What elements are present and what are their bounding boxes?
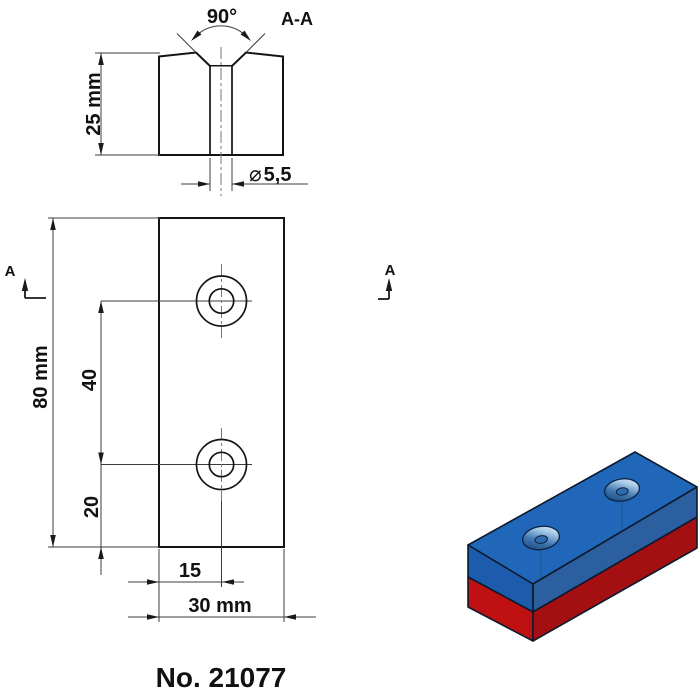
plate-width-label: 30 mm <box>188 595 251 617</box>
section-marker-right-label: A <box>385 262 396 279</box>
height-dimension-label: 25 mm <box>83 72 105 135</box>
hole-diameter-dimension <box>181 158 308 191</box>
hole-spacing-label: 40 <box>79 369 101 391</box>
plate-height-label: 80 mm <box>30 345 52 408</box>
hole-left-offset-label: 15 <box>179 560 201 582</box>
hole-position-dimensions <box>98 301 104 575</box>
section-marker-right <box>378 278 393 300</box>
section-label: A-A <box>281 9 313 29</box>
part-number: No. 21077 <box>156 662 287 693</box>
hole-diameter-label: ⌀5,5 <box>249 162 291 186</box>
lower-countersunk-hole <box>195 438 248 491</box>
upper-countersunk-hole <box>195 275 248 327</box>
magnet-3d-render <box>467 451 698 642</box>
front-view: 80 mm 40 20 15 30 mm A A <box>5 217 396 622</box>
plate-height-dimension <box>50 218 56 547</box>
hole-offset-dimension <box>128 579 244 585</box>
countersunk-hole-near <box>521 525 561 551</box>
angle-dimension-label: 90° <box>207 6 237 28</box>
section-marker-left-label: A <box>5 263 16 280</box>
block-side-face-red <box>532 516 698 642</box>
section-marker-left <box>21 278 46 299</box>
countersink-angle-dimension <box>176 25 266 53</box>
plate-width-dimension <box>128 614 316 620</box>
countersunk-hole-far <box>603 478 641 502</box>
hole-bottom-offset-label: 20 <box>81 496 103 518</box>
section-view: 90° A-A 25 mm ⌀5,5 <box>83 6 313 196</box>
height-dimension-25mm <box>95 52 160 156</box>
diameter-symbol: ⌀ <box>249 162 262 186</box>
